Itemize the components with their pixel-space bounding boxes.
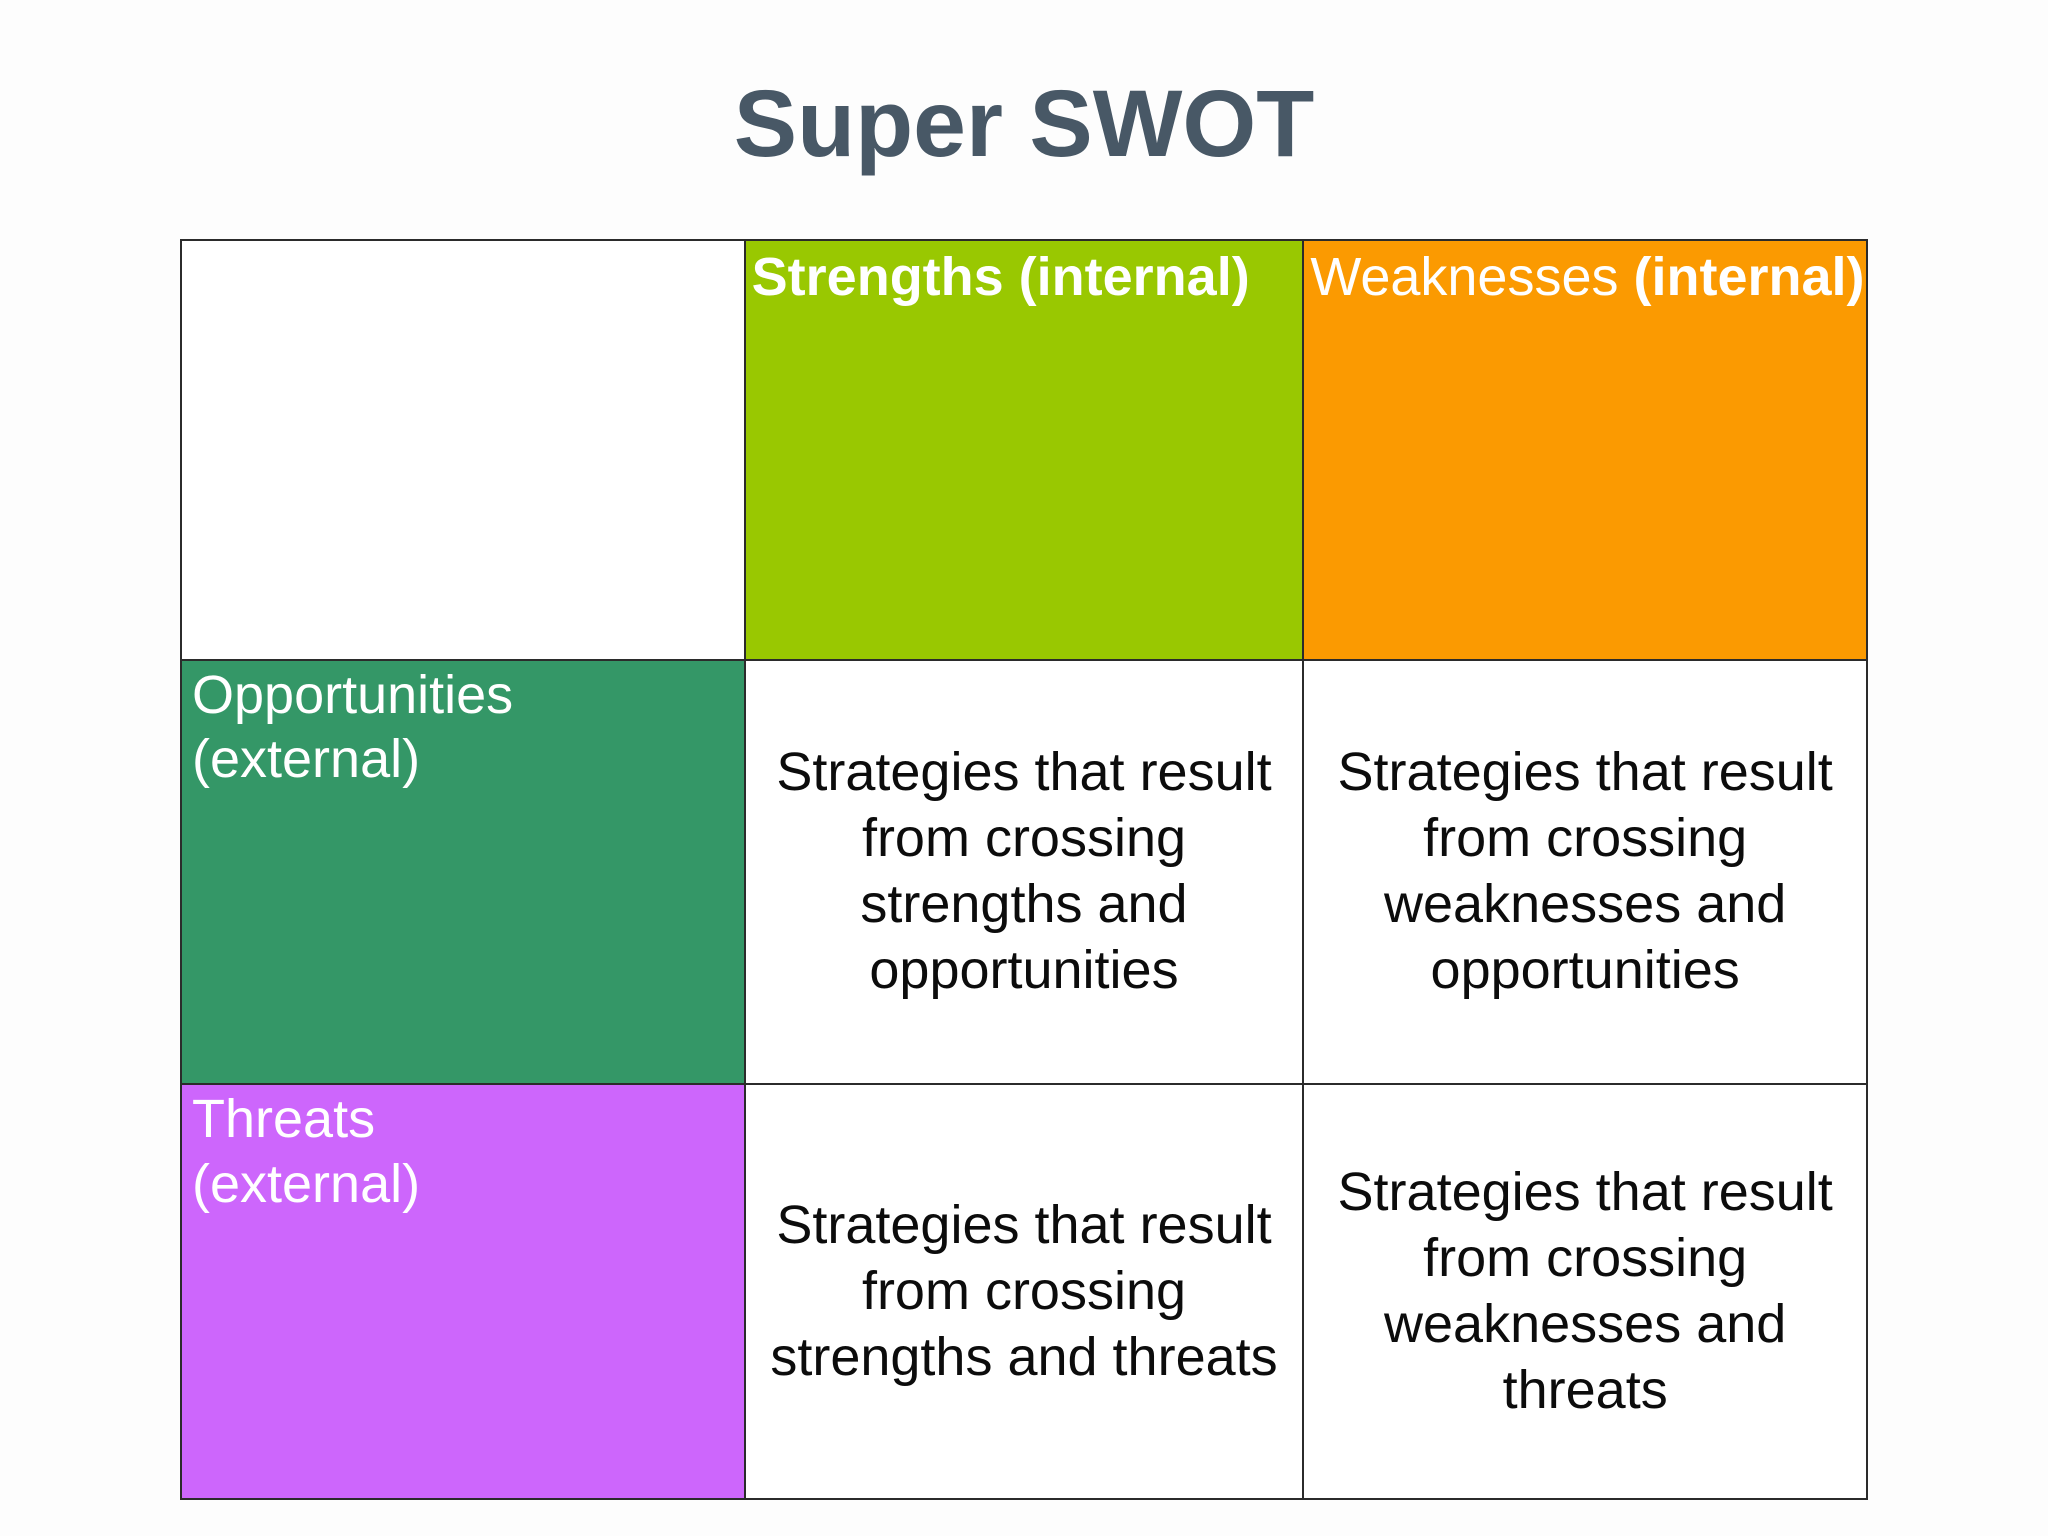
threats-label: Threats [192, 1089, 376, 1150]
wt-strategy-text: Strategies that result from crossing wea… [1337, 1161, 1833, 1420]
corner-cell [182, 241, 746, 661]
cell-weaknesses-opportunities: Strategies that result from crossing wea… [1304, 660, 1866, 1086]
threats-scope-label: (external) [192, 1154, 421, 1215]
col-header-strengths: Strengths (internal) [745, 241, 1305, 661]
wo-strategy-text: Strategies that result from crossing wea… [1337, 742, 1833, 1000]
page-title: Super SWOT [733, 71, 1315, 177]
row-header-opportunities: Opportunities (external) [182, 660, 746, 1086]
col-header-weaknesses: Weaknesses (internal) [1304, 241, 1866, 661]
so-strategy-text: Strategies that result from crossing str… [776, 742, 1272, 1000]
cell-strengths-opportunities: Strategies that result from crossing str… [745, 660, 1305, 1086]
st-strategy-text: Strategies that result from crossing str… [770, 1194, 1278, 1387]
row-header-threats: Threats (external) [182, 1085, 746, 1498]
cell-weaknesses-threats: Strategies that result from crossing wea… [1304, 1085, 1866, 1498]
swot-matrix: Strengths (internal) Weaknesses (interna… [180, 239, 1868, 1500]
strengths-label: Strengths (internal) [751, 247, 1250, 307]
opportunities-label: Opportunities [192, 664, 514, 725]
opportunities-scope-label: (external) [192, 729, 421, 790]
weaknesses-scope-label: (internal) [1633, 247, 1865, 307]
cell-strengths-threats: Strategies that result from crossing str… [745, 1085, 1305, 1498]
weaknesses-label: Weaknesses [1310, 247, 1634, 307]
